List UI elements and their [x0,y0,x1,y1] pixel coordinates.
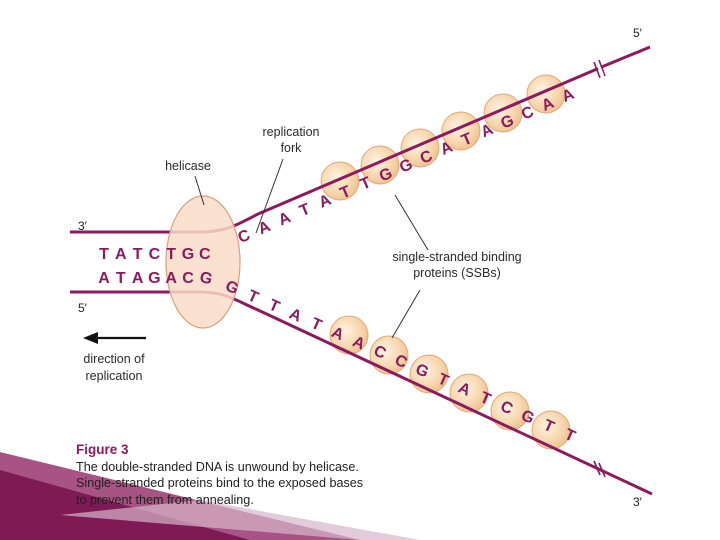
duplex-top-base: C [149,246,161,263]
top-strand [70,64,605,234]
decorative-band [0,452,420,540]
ssb-protein-bottom [369,335,409,375]
top-arm-base: G [377,165,395,186]
helicase-protein [165,195,241,329]
ssb-protein-top [483,93,523,133]
caption-line-3: to prevent them from annealing. [76,492,254,507]
leader-lines [194,158,429,339]
end-label-left-bottom: 5′ [78,301,88,315]
ssb-label-line2: proteins (SSBs) [413,266,501,280]
end-label-left-top: 3′ [78,219,88,233]
duplex-top-base: T [133,246,143,263]
strand-break-bottom [593,460,606,478]
bottom-arm-base: A [286,306,304,326]
duplex-bottom-base: T [116,270,126,287]
ssb-proteins-top [320,74,566,201]
caption-line-1: The double-stranded DNA is unwound by he… [76,460,359,475]
duplex-top-base: T [166,246,176,263]
top-arm-base: G [498,112,516,133]
ssb-label-line1: single-stranded binding [392,250,521,264]
ssb-protein-top [400,128,440,168]
ssb-protein-bottom [409,354,449,394]
duplex-top-base: C [199,246,211,263]
duplex-bottom-base: A [98,270,110,287]
top-arm-base: G [397,156,415,177]
bottom-arm-base: T [308,315,324,335]
strand-break-top [593,59,606,79]
end-label-right-bottom: 3′ [633,495,643,509]
duplex-bottom-base: C [182,270,194,287]
replication-fork-label-line2: fork [281,141,303,155]
top-arm-base: A [276,209,294,229]
duplex-top-base: T [99,246,109,263]
replication-fork-label-line1: replication [263,125,320,139]
ssb-protein-top [360,145,400,185]
top-arm-base: A [256,218,274,238]
top-arm-base: T [297,201,313,221]
duplex-bottom-base: G [148,270,160,287]
end-label-right-top: 5′ [633,26,643,40]
figure-number: Figure 3 [76,442,129,457]
duplex-top-base: A [115,246,127,263]
figure-caption: Figure 3 The double-stranded DNA is unwo… [76,442,406,508]
helicase-label: helicase [165,159,211,173]
direction-label-line1: direction of [83,352,145,366]
duplex-bottom-base: G [198,269,214,289]
ssb-protein-top [320,161,360,201]
caption-line-2: Single-stranded proteins bind to the exp… [76,476,364,491]
duplex-bottom-base: A [132,270,144,287]
ssb-protein-bottom [531,410,571,450]
ssb-protein-bottom [490,391,530,431]
ssb-proteins-bottom [329,315,571,450]
duplex-top-base: G [182,246,194,263]
direction-arrow-icon [83,332,146,344]
ssb-protein-top [526,74,566,114]
direction-label-line2: replication [86,369,143,383]
duplex-bottom-base: A [165,270,177,287]
